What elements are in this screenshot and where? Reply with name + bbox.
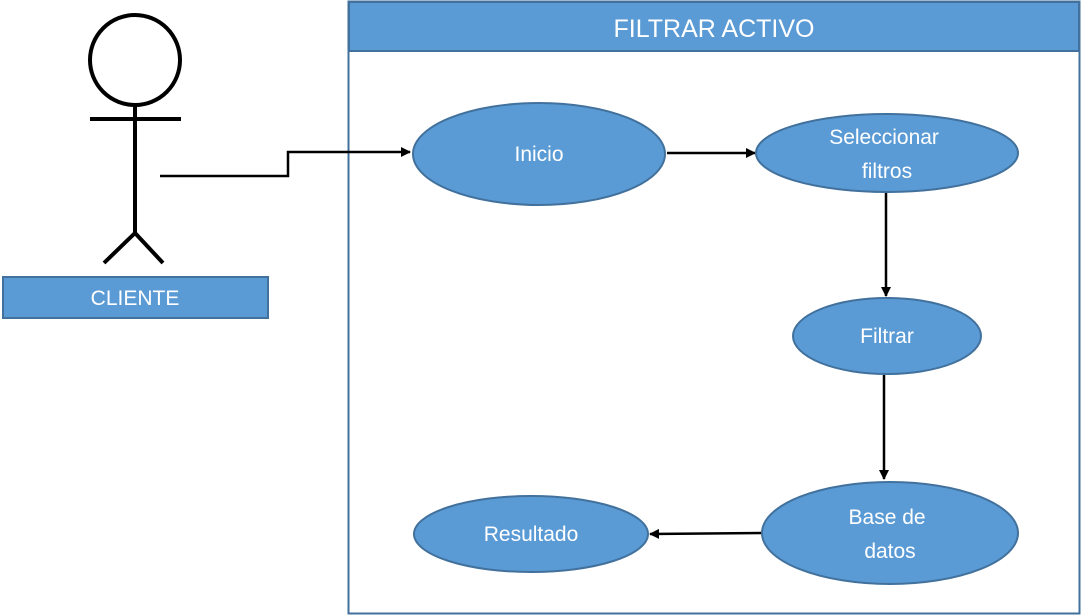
actor-cliente: CLIENTE: [2, 13, 269, 319]
use-case-seleccionar-filtros-shape: [755, 113, 1019, 193]
use-case-resultado-shape: [413, 495, 649, 573]
system-title-bar: [348, 1, 1080, 52]
use-case-resultado-label: Resultado: [484, 523, 579, 546]
use-case-inicio: Inicio: [412, 102, 666, 206]
connector-actor-to-inicio: [160, 147, 411, 178]
use-case-base-de-datos-label: Base de datos: [849, 506, 932, 563]
use-case-inicio-shape: [412, 102, 666, 206]
actor-left-leg: [102, 231, 137, 265]
use-case-resultado: Resultado: [413, 495, 649, 573]
connectors: [160, 147, 891, 539]
use-case-filtrar-label: Filtrar: [860, 325, 914, 348]
use-case-seleccionar-filtros-label: Seleccionar filtros: [829, 126, 945, 183]
system-boundary: FILTRAR ACTIVO: [347, 0, 1081, 615]
use-case-inicio-label: Inicio: [514, 143, 563, 166]
actor-label-box: [2, 276, 269, 319]
use-case-base-de-datos-line2: datos: [864, 540, 915, 563]
use-case-base-de-datos-shape: [761, 481, 1019, 585]
actor-right-leg: [133, 231, 165, 265]
use-case-base-de-datos: Base de datos: [761, 481, 1019, 585]
system-title: FILTRAR ACTIVO: [614, 15, 815, 43]
use-case-filtrar: Filtrar: [792, 297, 982, 375]
actor-head: [88, 13, 182, 107]
use-case-base-de-datos-line1: Base de: [849, 506, 926, 529]
use-case-seleccionar-filtros-line1: Seleccionar: [829, 126, 939, 149]
use-case-seleccionar-filtros: Seleccionar filtros: [755, 113, 1019, 193]
connector-base-to-resultado: [649, 528, 763, 539]
use-case-seleccionar-filtros-line2: filtros: [862, 160, 912, 183]
use-case-filtrar-shape: [792, 297, 982, 375]
actor-label: CLIENTE: [91, 287, 180, 310]
